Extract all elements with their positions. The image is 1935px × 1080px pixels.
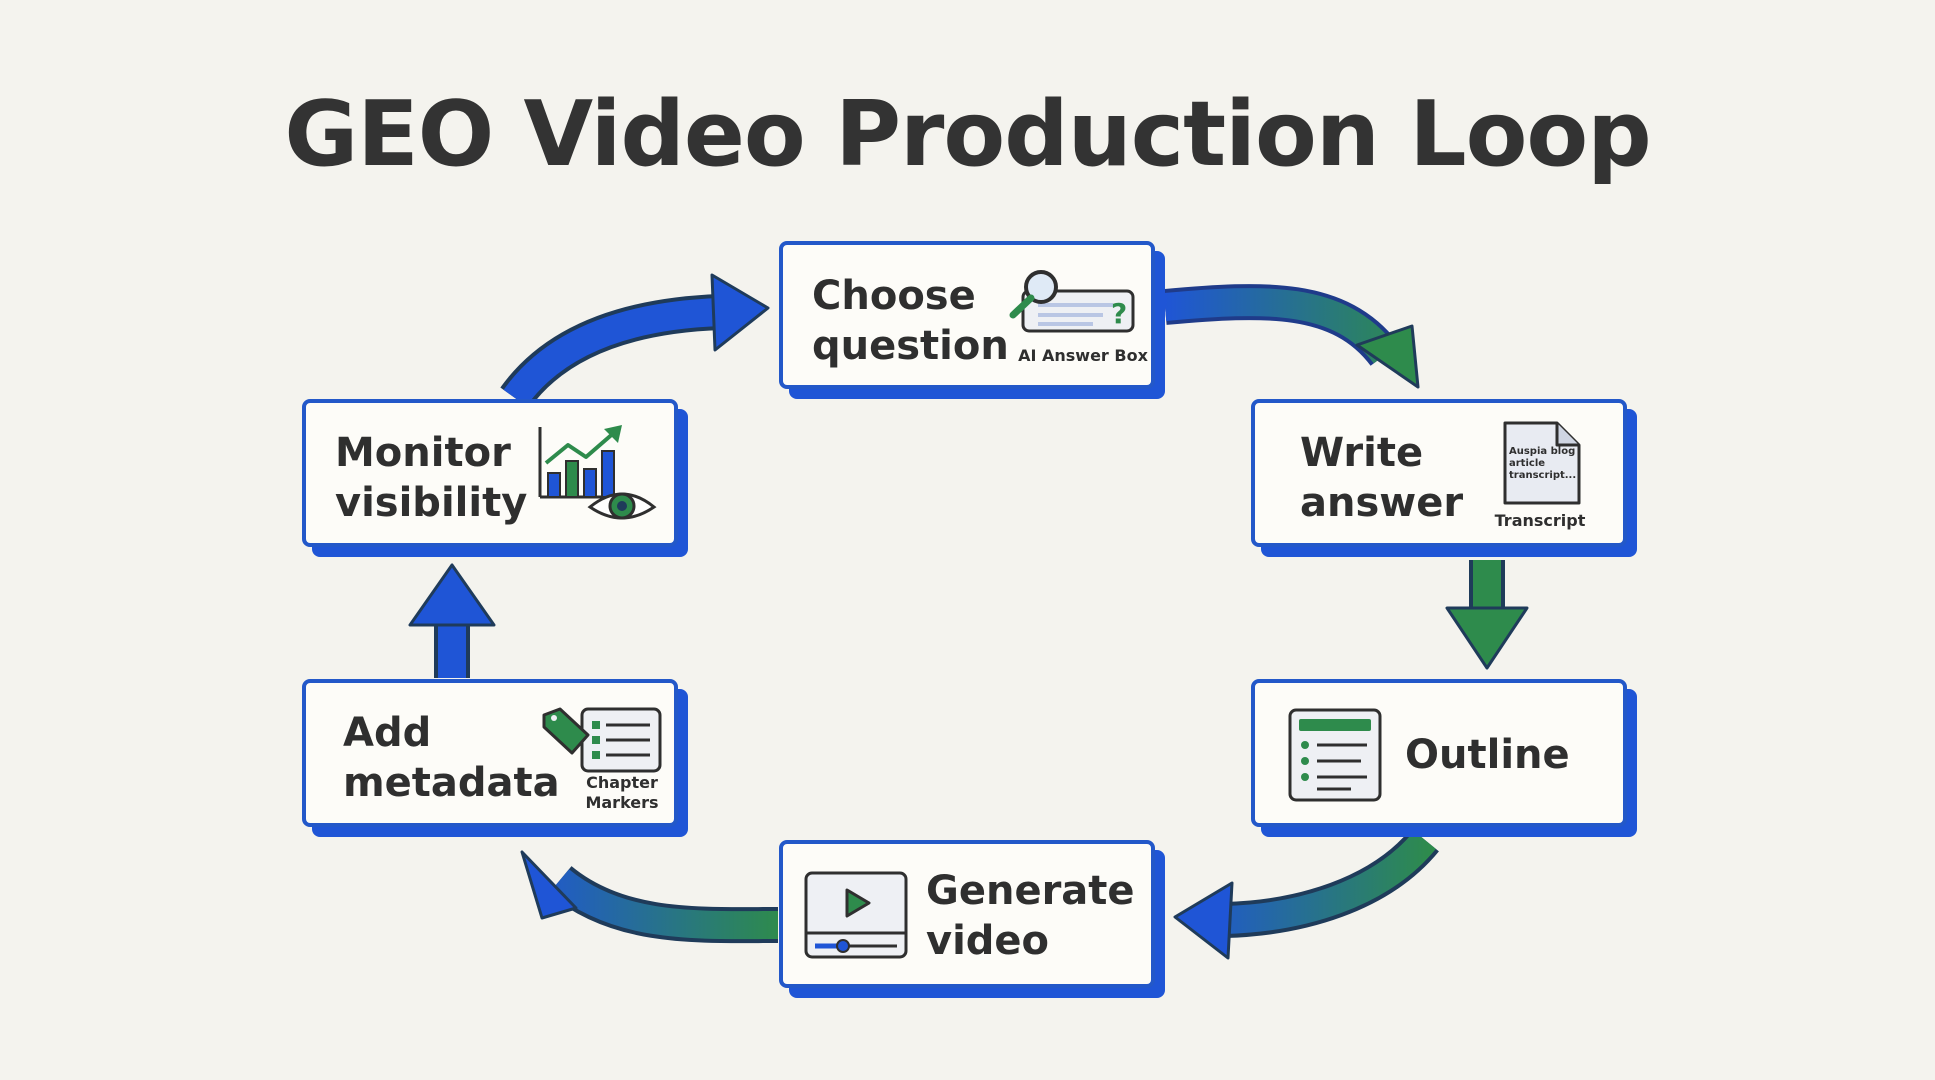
step-label: Monitor visibility	[335, 430, 528, 526]
step-caption: AI Answer Box	[1018, 346, 1148, 365]
step-generate-video: Generate video	[779, 840, 1155, 988]
step-label: Outline	[1405, 732, 1570, 778]
step-label: Add metadata	[343, 710, 560, 806]
svg-text:?: ?	[1111, 297, 1127, 330]
arrow-monitor-to-choose	[500, 273, 770, 409]
step-caption: Chapter Markers	[585, 773, 659, 812]
arrow-metadata-to-monitor	[408, 563, 496, 678]
search-answer-box-icon: ?	[1009, 270, 1135, 333]
outline-list-icon	[1288, 708, 1382, 802]
step-label: Generate video	[926, 868, 1135, 964]
arrow-generate-to-metadata	[520, 850, 779, 944]
step-outline: Outline	[1251, 679, 1627, 827]
arrow-write-to-outline	[1445, 560, 1529, 670]
diagram-title: GEO Video Production Loop	[284, 82, 1651, 187]
step-add-metadata: Add metadata Chapter Markers	[302, 679, 678, 827]
step-caption: Transcript	[1494, 511, 1586, 530]
step-write-answer: Write answer Auspia blog article transcr…	[1251, 399, 1627, 547]
step-label: Choose question	[812, 273, 1009, 369]
step-label: Write answer	[1300, 430, 1464, 526]
arrow-choose-to-write	[1163, 284, 1420, 389]
chart-eye-icon	[538, 425, 657, 520]
tag-list-icon	[542, 707, 662, 773]
step-choose-question: Choose question ? AI Answer Box	[779, 241, 1155, 389]
video-player-icon	[804, 871, 908, 959]
document-icon	[1503, 421, 1581, 505]
document-text: Auspia blog article transcript...	[1509, 446, 1577, 481]
step-monitor-visibility: Monitor visibility	[302, 399, 678, 547]
arrow-outline-to-generate	[1173, 828, 1439, 960]
